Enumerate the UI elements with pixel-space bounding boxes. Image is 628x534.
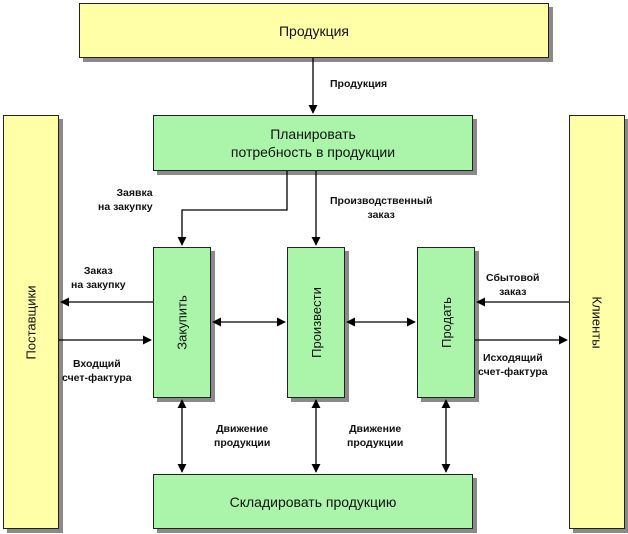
label-product-flow: Продукция bbox=[330, 78, 388, 90]
label-incoming-invoice: Входщий счет-фактура bbox=[62, 358, 132, 384]
label-purchase-order: Заказ на закупку bbox=[71, 265, 126, 291]
plan-demand-label-line2: потребность в продукции bbox=[230, 144, 396, 160]
label-sales-order: Сбытовой заказ bbox=[486, 272, 540, 298]
store-products-box: Складировать продукцию bbox=[153, 474, 473, 529]
arrow-plan-to-buy bbox=[177, 171, 288, 246]
label-outgoing-invoice: Исходящий счет-фактура bbox=[478, 352, 548, 378]
plan-demand-label-line1: Планировать bbox=[270, 126, 356, 142]
products-box: Продукция bbox=[79, 3, 549, 58]
label-production-order: Производственный заказ bbox=[330, 195, 433, 221]
label-movement-right: Движение продукции bbox=[347, 423, 404, 449]
label-movement-left: Движение продукции bbox=[214, 423, 271, 449]
store-products-label: Складировать продукцию bbox=[229, 493, 397, 510]
label-purchase-request: Заявка на закупку bbox=[98, 187, 153, 213]
plan-demand-box: Планировать потребность в продукции bbox=[153, 115, 473, 171]
buy-box: Закупить bbox=[153, 247, 211, 398]
sell-box: Продать bbox=[417, 247, 475, 398]
suppliers-box: Поставщики bbox=[3, 115, 59, 529]
products-box-label: Продукция bbox=[278, 22, 350, 39]
clients-box: Клиенты bbox=[569, 115, 625, 529]
produce-box: Произвести bbox=[287, 247, 345, 398]
